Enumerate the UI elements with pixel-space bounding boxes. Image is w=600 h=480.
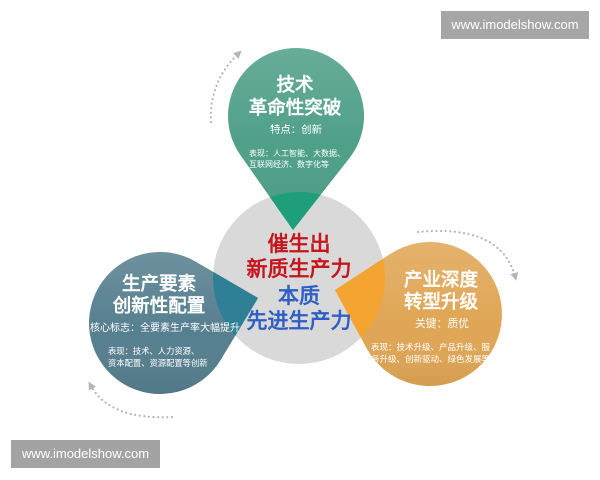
center-circle [213, 192, 385, 364]
cycle-arrow-top-left [209, 50, 242, 124]
top-title-line-1: 技术 [276, 74, 314, 96]
left-detail-line-1: 表现：技术、人力资源、 [108, 346, 199, 356]
left-subtitle: 核心标志：全要素生产率大幅提升 [90, 321, 240, 334]
node-left-text: 生产要素 创新性配置 核心标志：全要素生产率大幅提升 表现：技术、人力资源、 资… [90, 273, 240, 368]
right-title-line-2: 转型升级 [404, 291, 479, 313]
center-line-3: 本质 [278, 284, 320, 308]
node-right-text: 产业深度 转型升级 关键：质优 表现：技术升级、产品升级、服 务升级、创新驱动、… [371, 269, 491, 365]
right-detail-line-2: 务升级、创新驱动、绿色发展等 [371, 354, 491, 365]
watermark-bottom-left: www.imodelshow.com [11, 440, 160, 468]
cycle-arrow-bottom-left [88, 381, 174, 419]
node-top-text: 技术 革命性突破 特点：创新 表现：人工智能、大数据、 互联网经济、数字化等 [249, 74, 345, 169]
top-detail-line-2: 互联网经济、数字化等 [249, 159, 329, 169]
cycle-arrow-right [416, 229, 519, 281]
watermark-top-right: www.imodelshow.com [441, 11, 589, 39]
left-title-line-1: 生产要素 [122, 273, 196, 295]
top-title-line-2: 革命性突破 [249, 97, 342, 119]
right-detail-line-1: 表现：技术升级、产品升级、服 [371, 342, 491, 353]
teardrop-top-shading [228, 47, 365, 230]
center-text: 催生出 新质生产力 本质 先进生产力 [247, 232, 352, 333]
center-line-4: 先进生产力 [247, 309, 352, 333]
left-detail-line-2: 资本配置、资源配置等创新 [108, 358, 208, 368]
right-title-line-1: 产业深度 [404, 269, 479, 291]
top-detail-line-1: 表现：人工智能、大数据、 [249, 148, 345, 158]
left-title-line-2: 创新性配置 [112, 295, 206, 317]
cycle-arrows [88, 50, 519, 419]
right-subtitle: 关键：质优 [415, 316, 469, 330]
center-line-1: 催生出 [268, 232, 331, 256]
center-line-2: 新质生产力 [247, 257, 352, 281]
node-top-shape [228, 47, 365, 230]
top-subtitle: 特点：创新 [270, 123, 322, 136]
